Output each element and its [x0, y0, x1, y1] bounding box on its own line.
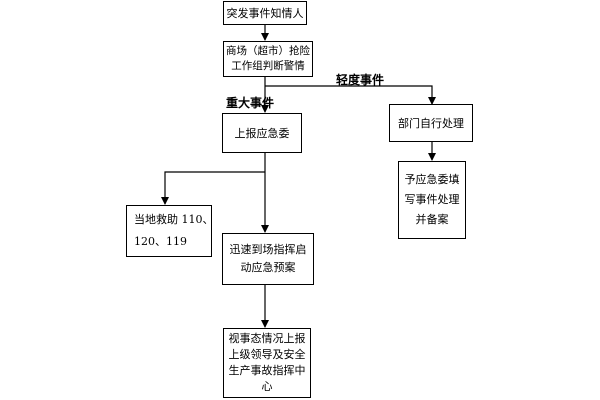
node-dept-report: 予应急委填 写事件处理 并备案: [398, 161, 466, 239]
node-dispatch-line: 动应急预案: [240, 261, 296, 274]
node-dept-report-line: 予应急委填: [404, 173, 460, 186]
node-mall-team: 商场（超市）抢险 工作组判断警情: [223, 41, 313, 77]
node-dispatch: 迅速到场指挥启 动应急预案: [222, 233, 314, 285]
node-dispatch-line: 迅速到场指挥启: [229, 243, 307, 256]
label-minor-event: 轻度事件: [336, 73, 385, 87]
node-dept-self: 部门自行处理: [389, 104, 473, 142]
node-escalate-line: 上级领导及安全: [228, 348, 306, 361]
node-escalate-line: 视事态情况上报: [228, 332, 306, 345]
node-escalate: 视事态情况上报 上级领导及安全 生产事故指挥中 心: [223, 328, 311, 398]
node-mall-team-line: 工作组判断警情: [231, 60, 305, 72]
node-mall-team-line: 商场（超市）抢险: [226, 45, 310, 57]
arrow-committee-to-rescue: [161, 171, 265, 205]
node-local-rescue-line: 120、119: [134, 235, 187, 248]
label-major-event: 重大事件: [226, 96, 275, 110]
node-escalate-line: 生产事故指挥中: [228, 364, 306, 377]
node-dept-report-line: 写事件处理: [404, 193, 460, 206]
node-local-rescue-line: 当地救助 110、: [134, 213, 214, 226]
node-report-line: 突发事件知情人: [226, 6, 304, 20]
node-escalate-line: 心: [261, 380, 273, 393]
node-report: 突发事件知情人: [223, 1, 307, 25]
arrow-minor-branch: [265, 85, 436, 105]
node-emergency-committee: 上报应急委: [222, 113, 302, 153]
node-local-rescue: 当地救助 110、 120、119: [126, 205, 214, 257]
node-dept-self-line: 部门自行处理: [398, 116, 464, 130]
node-dept-report-line: 并备案: [415, 213, 449, 226]
node-emergency-committee-line: 上报应急委: [234, 126, 290, 140]
